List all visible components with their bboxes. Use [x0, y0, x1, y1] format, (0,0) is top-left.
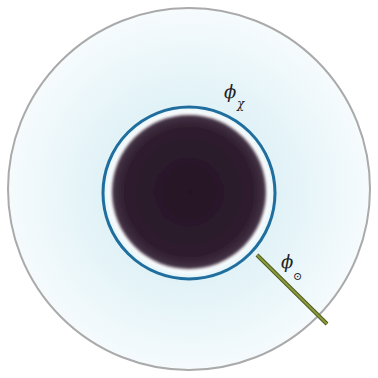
- phi-symbol: ϕ: [224, 83, 236, 101]
- black-hole: [112, 115, 266, 269]
- outer-boundary: [8, 8, 370, 370]
- phi-symbol: ϕ: [281, 253, 293, 271]
- glow: [107, 110, 271, 274]
- horizon-ring: [103, 107, 275, 279]
- subscript-chi: χ: [237, 98, 244, 110]
- subscript-sun: ⊙: [293, 271, 302, 282]
